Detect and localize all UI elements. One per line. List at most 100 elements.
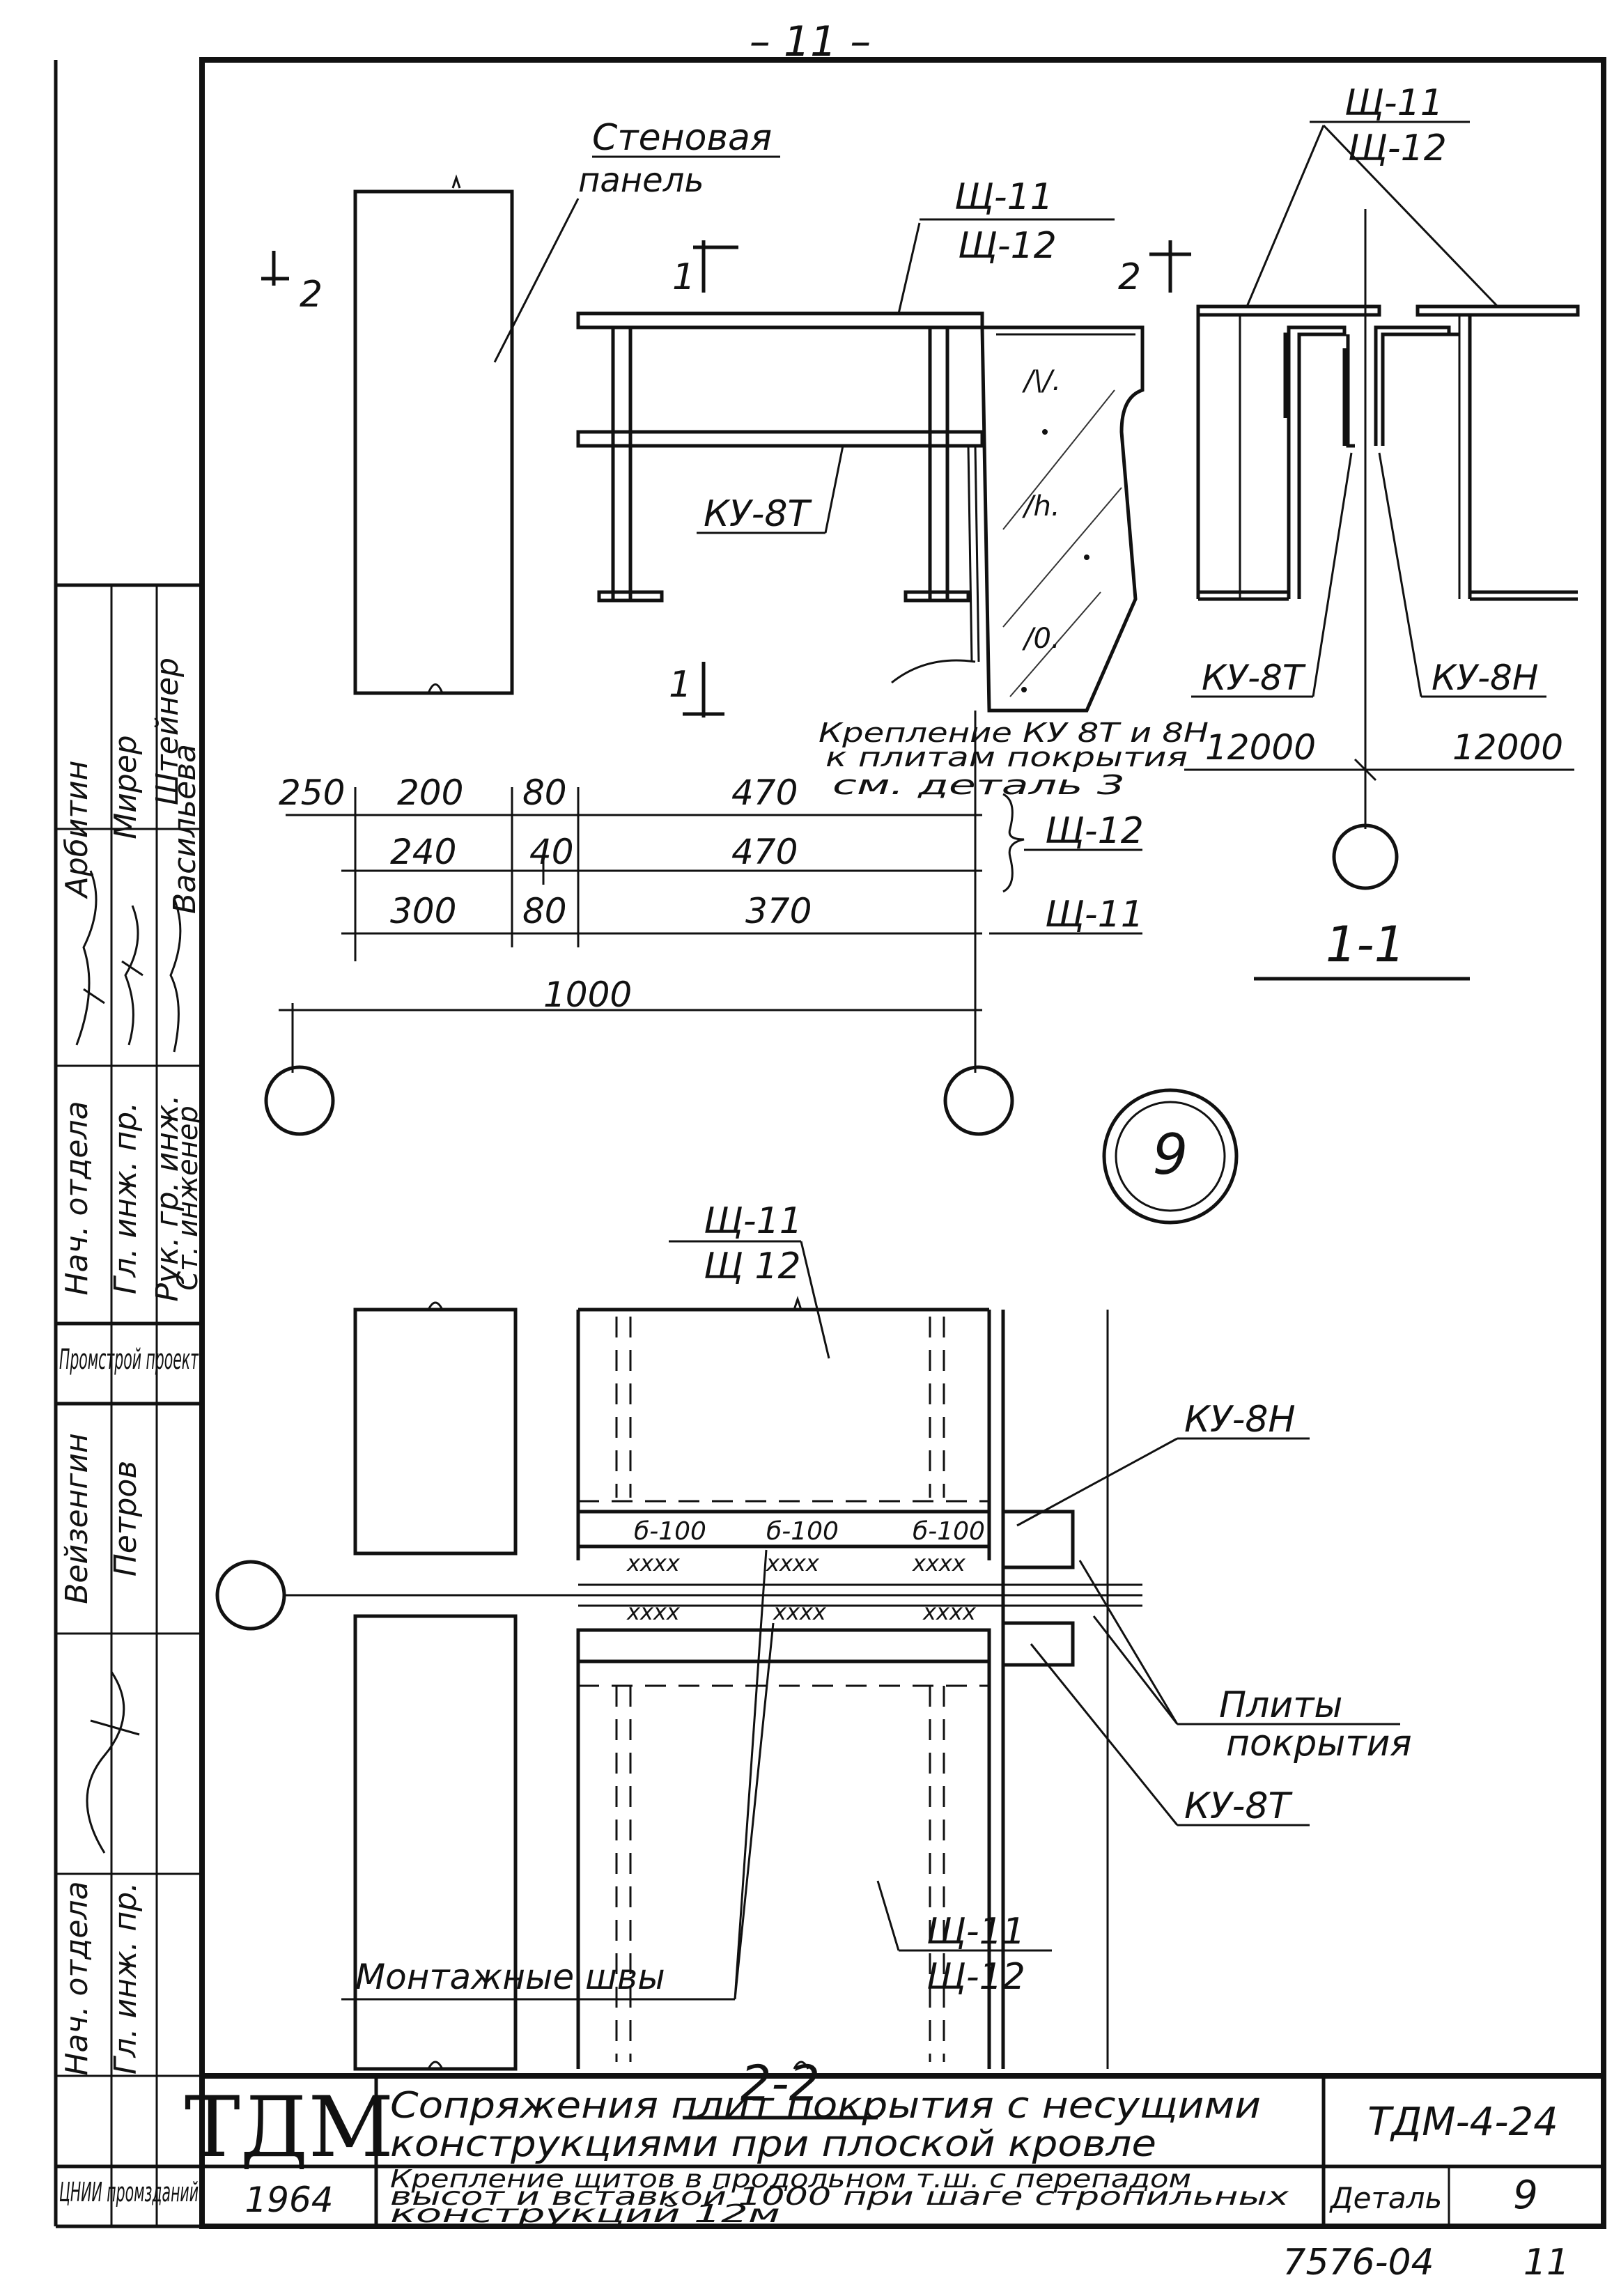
shield-plan bbox=[576, 311, 984, 662]
wall-panel-label-1: Стеновая bbox=[592, 117, 772, 159]
title-sub-1: Крепление щитов в продольном т.ш. с пере… bbox=[390, 2165, 1191, 2194]
svg-text:1: 1 bbox=[672, 256, 695, 298]
axis-circle-sec2 bbox=[215, 1560, 286, 1631]
detail-number: 9 bbox=[1153, 1122, 1188, 1187]
section-2-2: Щ-11 Щ 12 б-100 б-100 б-100 xxxx xxxx xx… bbox=[215, 1200, 1412, 2120]
dim-240: 240 bbox=[390, 832, 456, 872]
shch12-label-plan: Щ-12 bbox=[958, 225, 1057, 267]
dim-40: 40 bbox=[529, 832, 574, 872]
svg-text:1: 1 bbox=[669, 664, 692, 706]
sidebar-name-4: Васильева bbox=[167, 744, 203, 914]
dim-370: 370 bbox=[745, 891, 812, 931]
title-line-1: Сопряжения плит покрытия с несущими bbox=[390, 2085, 1261, 2127]
section-1-1: Щ-11 Щ-12 КУ-8Т КУ-8Н 12 bbox=[1184, 82, 1580, 981]
sheet-number: 11 bbox=[1523, 2242, 1569, 2283]
svg-text:xxxx: xxxx bbox=[766, 1550, 820, 1576]
sidebar-org2: ЦНИИ промзданий bbox=[59, 2177, 199, 2208]
section-marker-2-right: 2 bbox=[1118, 240, 1191, 298]
title-sub-3: конструкций 12м bbox=[390, 2200, 780, 2228]
fastening-note-2: к плитам покрытия bbox=[825, 742, 1188, 773]
section-marker-1-top: 1 bbox=[672, 240, 738, 298]
shch11-label-sec2-bot: Щ-11 bbox=[926, 1911, 1025, 1953]
ku8n-label-sec2: КУ-8Н bbox=[1184, 1399, 1296, 1441]
shch12-label-sec2-bot: Щ-12 bbox=[926, 1956, 1025, 1998]
svg-text:/h.: /h. bbox=[1022, 490, 1060, 522]
plan-view: Стеновая панель /\/. /h. /0. bbox=[261, 117, 1209, 1136]
dim-200: 200 bbox=[397, 773, 463, 813]
svg-text:xxxx: xxxx bbox=[773, 1599, 827, 1625]
shch12-dim-label: Щ-12 bbox=[1045, 810, 1144, 852]
ku8t-label-plan: КУ-8Т bbox=[704, 493, 812, 535]
drawing-code: ТДМ-4-24 bbox=[1367, 2100, 1558, 2145]
sidebar-role-3: Рук. гр. инж. bbox=[150, 1094, 185, 1301]
span-right: 12000 bbox=[1452, 727, 1563, 768]
axis-circle-right bbox=[943, 1065, 1014, 1136]
dimension-chains: 250 200 80 470 240 40 470 300 80 370 100… bbox=[279, 711, 1144, 1073]
wall-panel-label-2: панель bbox=[578, 161, 704, 200]
shch12-label-sec1: Щ-12 bbox=[1348, 127, 1447, 169]
svg-text:/\/.: /\/. bbox=[1022, 365, 1061, 397]
ku8t-label-sec2: КУ-8Т bbox=[1184, 1785, 1293, 1827]
title-block: ТДМ 1964 Сопряжения плит покрытия с несу… bbox=[185, 2073, 1604, 2228]
weld-1: б-100 bbox=[634, 1517, 706, 1546]
wall-panel bbox=[353, 189, 514, 695]
svg-text:2: 2 bbox=[1118, 256, 1141, 298]
svg-text:xxxx: xxxx bbox=[626, 1550, 681, 1576]
ku8n-label-sec1: КУ-8Н bbox=[1432, 658, 1538, 698]
section-marker-2-left: 2 bbox=[261, 251, 323, 316]
svg-text:xxxx: xxxx bbox=[626, 1599, 681, 1625]
axis-circle-left bbox=[264, 1065, 335, 1136]
weld-3: б-100 bbox=[913, 1517, 985, 1546]
sidebar-name2-2: Петров bbox=[108, 1461, 144, 1577]
svg-text:xxxx: xxxx bbox=[922, 1599, 977, 1625]
signature-3 bbox=[169, 898, 182, 1053]
svg-text:2: 2 bbox=[300, 274, 323, 316]
dim-470b: 470 bbox=[731, 832, 798, 872]
shch11-label-sec1: Щ-11 bbox=[1344, 82, 1443, 124]
sidebar-role-2: Гл. инж. пр. bbox=[108, 1102, 144, 1294]
fastening-note-1: Крепление КУ 8Т и 8Н bbox=[819, 718, 1209, 748]
weld-2: б-100 bbox=[766, 1517, 839, 1546]
mounting-seams-label: Монтажные швы bbox=[355, 1957, 665, 1997]
shch11-label-sec2-top: Щ-11 bbox=[704, 1200, 802, 1242]
logo-text: ТДМ bbox=[185, 2079, 394, 2176]
svg-text:/0.: /0. bbox=[1022, 623, 1060, 655]
shch11-label-plan: Щ-11 bbox=[954, 176, 1053, 218]
dim-300: 300 bbox=[390, 891, 456, 931]
title-sub-2: высот и вставкой 1000 при шаге стропильн… bbox=[390, 2182, 1289, 2211]
sidebar-role-1: Нач. отдела bbox=[59, 1101, 95, 1295]
detail-label: Деталь bbox=[1329, 2181, 1442, 2215]
title-year: 1964 bbox=[245, 2180, 333, 2220]
section-1-1-title: 1-1 bbox=[1326, 916, 1405, 973]
detail-value: 9 bbox=[1513, 2173, 1538, 2218]
sidebar-role3-1: Нач. отдела bbox=[59, 1881, 95, 2075]
plates-label-2: покрытия bbox=[1226, 1723, 1412, 1764]
ku8t-label-sec1: КУ-8Т bbox=[1202, 658, 1306, 698]
svg-text:xxxx: xxxx bbox=[912, 1550, 966, 1576]
beam-section: /\/. /h. /0. bbox=[980, 325, 1145, 713]
shch11-dim-label: Щ-11 bbox=[1045, 894, 1144, 936]
sheet-frame bbox=[54, 57, 1606, 2229]
archive-number: 7576-04 bbox=[1282, 2242, 1434, 2283]
span-left: 12000 bbox=[1205, 727, 1316, 768]
sidebar-role-4: Ст. инженер bbox=[172, 1106, 204, 1291]
signature-4 bbox=[86, 1671, 140, 1854]
detail-marker: 9 bbox=[1102, 1088, 1239, 1225]
sidebar-role3-2: Гл. инж. пр. bbox=[108, 1882, 144, 2074]
fastening-note-3: см. деталь 3 bbox=[832, 770, 1125, 800]
title-line-2: конструкциями при плоской кровле bbox=[390, 2123, 1156, 2165]
shch12-label-sec2-top: Щ 12 bbox=[704, 1246, 801, 1287]
signature-1 bbox=[75, 870, 105, 1046]
plates-label-1: Плиты bbox=[1219, 1684, 1342, 1726]
dim-250: 250 bbox=[279, 773, 345, 813]
approval-sidebar: Арбитин Мирер Штейнер Васильева Нач. отд… bbox=[56, 583, 204, 2208]
dim-470a: 470 bbox=[731, 773, 798, 813]
sidebar-name-3: Штейнер bbox=[150, 658, 185, 805]
axis-circle-sec1 bbox=[1332, 823, 1399, 890]
sidebar-org: Промстрой проект bbox=[59, 1344, 199, 1376]
section-marker-1-bottom: 1 bbox=[669, 662, 724, 718]
dim-80b: 80 bbox=[522, 891, 567, 931]
dim-1000: 1000 bbox=[543, 975, 632, 1015]
signature-2 bbox=[121, 905, 144, 1046]
